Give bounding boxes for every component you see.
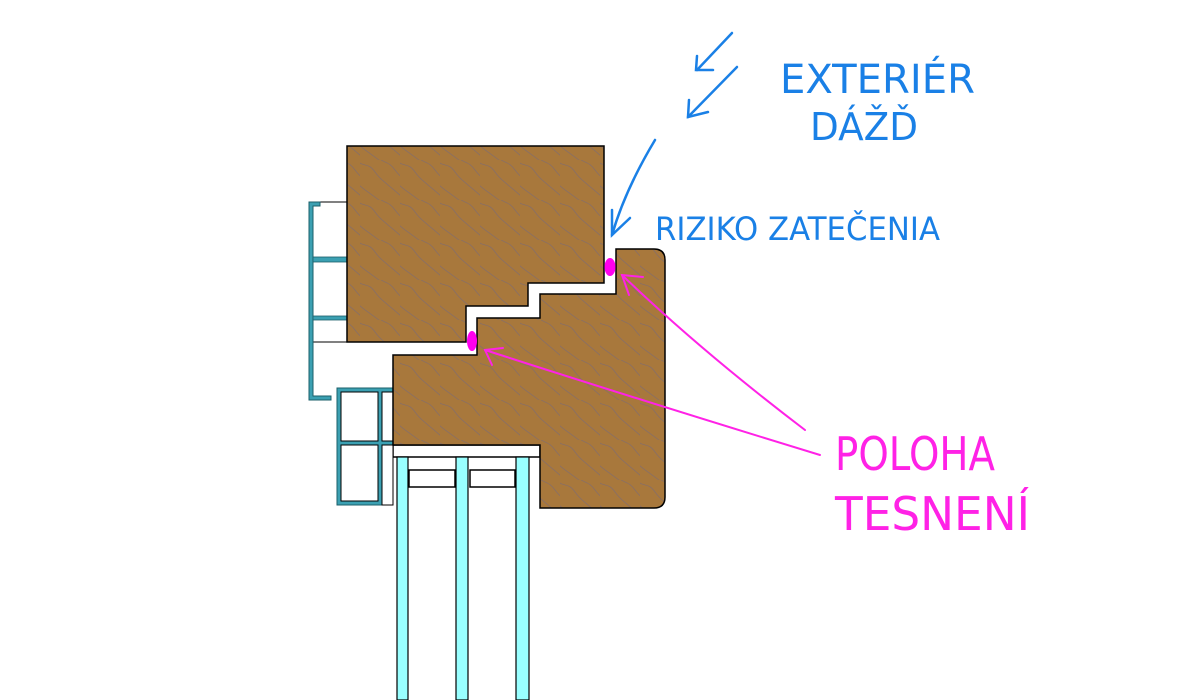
- glass-pane-outer: [396, 456, 409, 700]
- leak-arrow-icon: [610, 138, 657, 238]
- label-rain: DÁŽĎ: [810, 105, 918, 149]
- aluminium-profile-upper: [308, 201, 348, 401]
- glazing-unit: [392, 444, 541, 700]
- label-seal-position-1: POLOHA: [835, 427, 995, 481]
- spacer-bar: [469, 469, 516, 488]
- spacer-bar: [408, 469, 456, 488]
- aluminium-profile-lower: [336, 387, 394, 506]
- label-seal-position-2: TESNENÍ: [834, 487, 1030, 541]
- wooden-frame: [392, 248, 666, 509]
- seal-pointer-arrows-icon: [483, 273, 821, 456]
- rain-arrows-icon: [686, 31, 739, 119]
- seal-exterior: [604, 258, 616, 276]
- glass-pane-middle: [455, 456, 469, 700]
- label-exterior: EXTERIÉR: [780, 55, 975, 103]
- label-leak-risk: RIZIKO ZATEČENIA: [655, 209, 940, 248]
- seal-interior: [467, 331, 477, 351]
- glass-pane-inner: [515, 456, 530, 700]
- wooden-sash: [346, 145, 605, 343]
